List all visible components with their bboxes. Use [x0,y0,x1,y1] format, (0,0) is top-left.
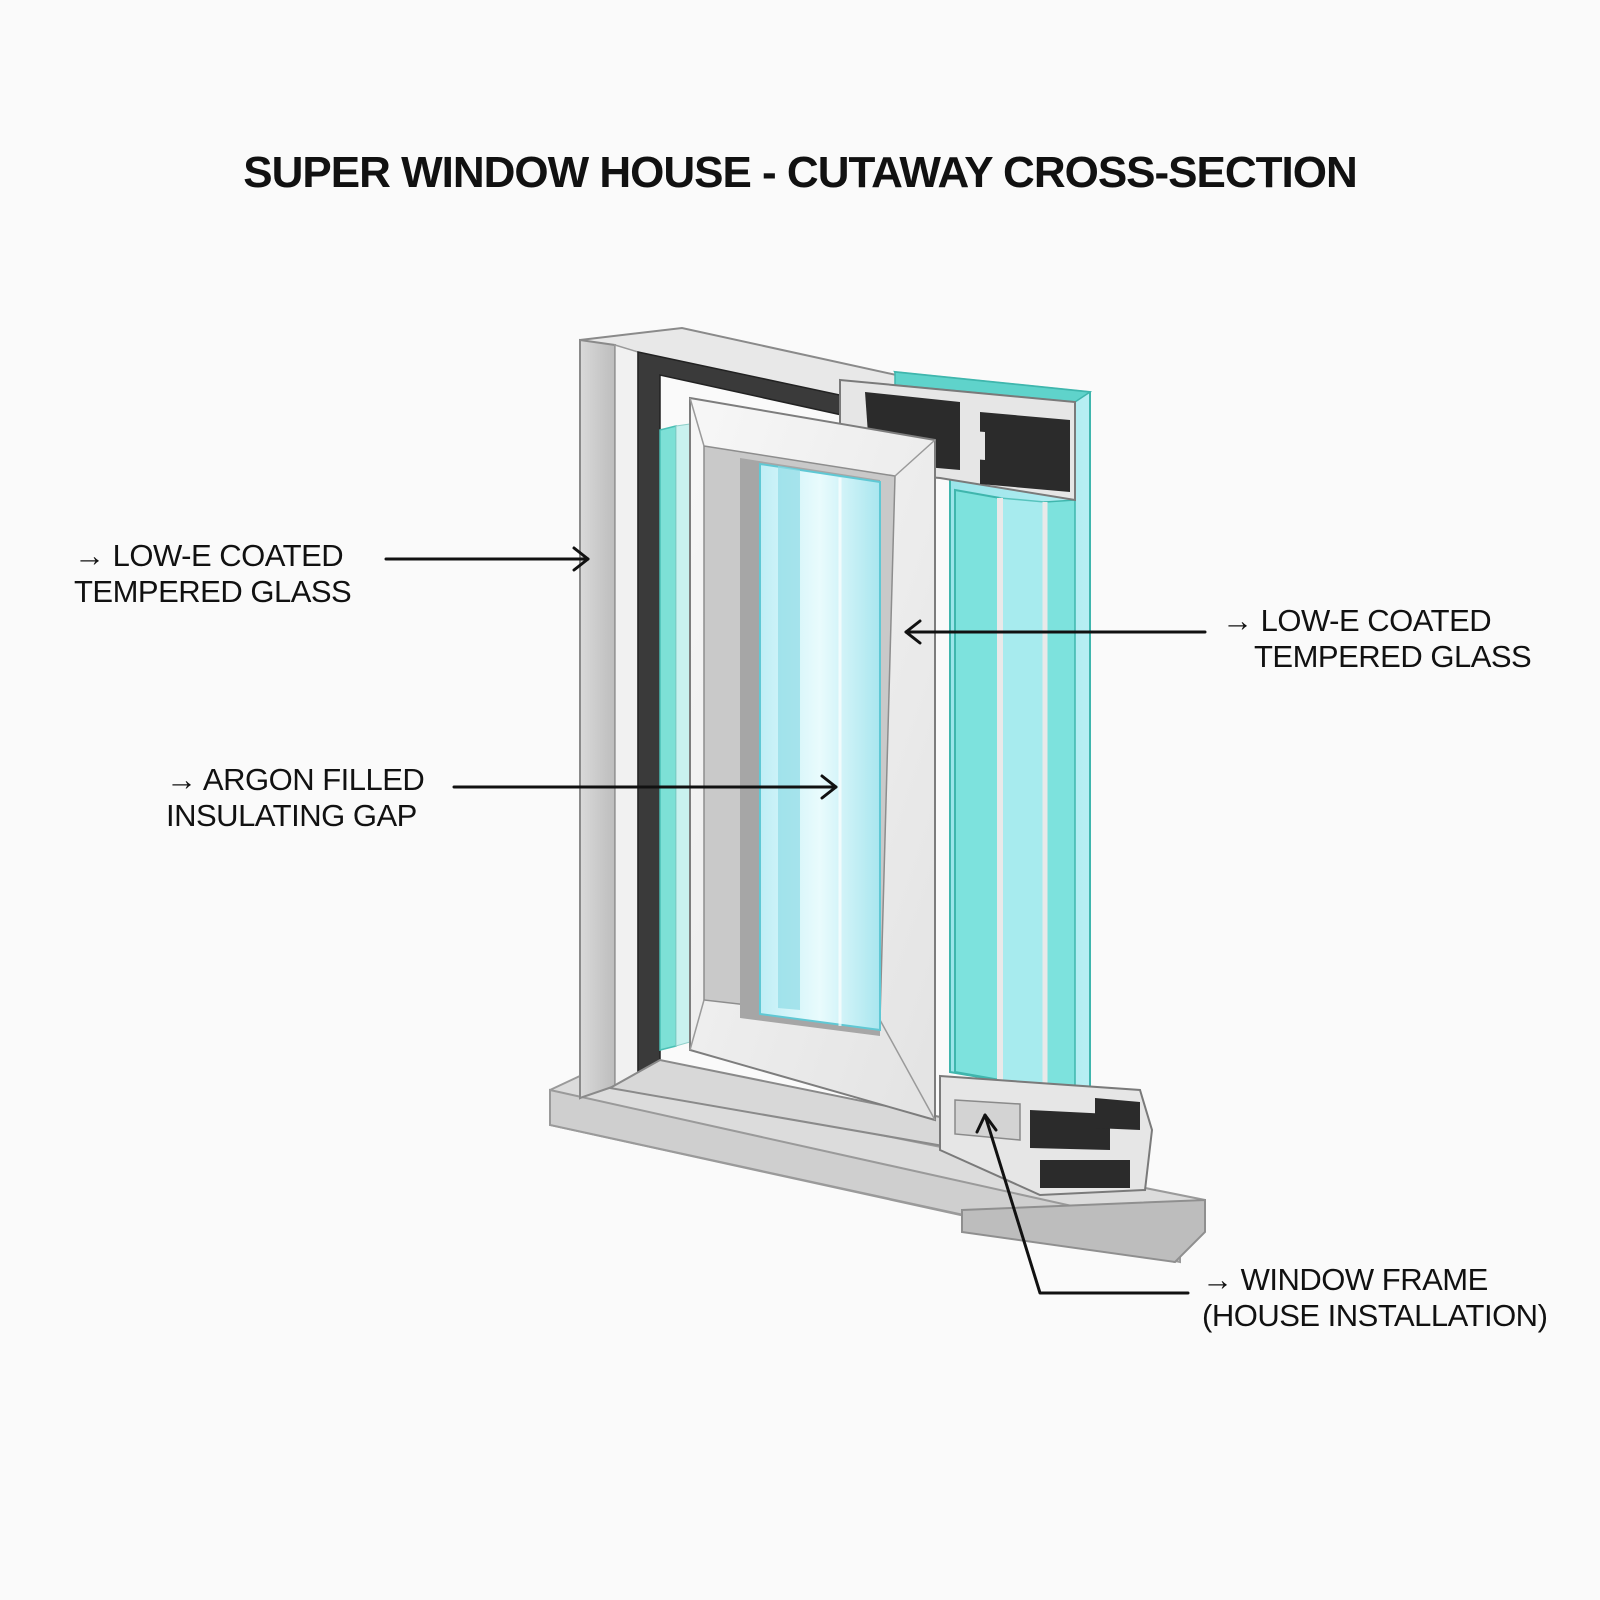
leader-argon-gap [452,774,838,800]
right-glass-stack [893,370,1093,1098]
callout-line-2: TEMPERED GLASS [1254,639,1532,674]
arrow-icon: → [1202,1262,1233,1297]
left-glass-edges [659,423,691,1051]
callout-line-1: ARGON FILLED [202,762,425,797]
arrow-icon: → [166,762,197,797]
callout-line-2: INSULATING GAP [166,798,417,833]
callout-line-2: TEMPERED GLASS [74,574,352,609]
callout-low-e-glass-left: → LOW-E COATED TEMPERED GLASS [74,538,352,610]
callout-line-1: WINDOW FRAME [1240,1262,1489,1297]
callout-argon-gap: → ARGON FILLED INSULATING GAP [166,762,425,834]
leader-lines [384,546,1207,1295]
leader-right-glass [904,619,1207,645]
callout-line-1: LOW-E COATED [112,538,344,573]
window-sill [549,1073,1206,1264]
argon-gap-glass [740,458,881,1036]
callout-window-frame: → WINDOW FRAME (HOUSE INSTALLATION) [1202,1262,1548,1334]
callout-line-1: LOW-E COATED [1260,603,1492,638]
callout-line-2: (HOUSE INSTALLATION) [1202,1298,1548,1333]
outer-frame [579,326,956,1150]
page-title: SUPER WINDOW HOUSE - CUTAWAY CROSS-SECTI… [243,148,1358,197]
leader-left-glass [384,546,590,572]
callout-low-e-glass-right: → LOW-E COATED TEMPERED GLASS [1222,603,1532,675]
bottom-frame-profile [939,1074,1154,1197]
leader-window-frame [975,1113,1190,1295]
arrow-icon: → [1222,603,1253,638]
arrow-icon: → [74,538,105,573]
